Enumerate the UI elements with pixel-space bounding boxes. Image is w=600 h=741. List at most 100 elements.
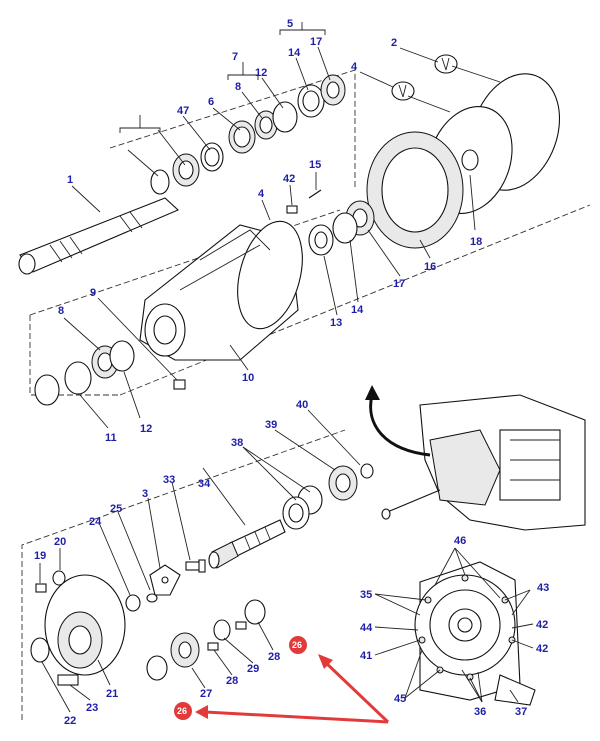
gearbox-location-view [381, 394, 586, 531]
callout-44: 47 [177, 105, 189, 117]
ring-44 [200, 142, 224, 172]
callout-33: 36 [474, 706, 486, 718]
pin-28b [235, 621, 247, 630]
pin-40 [286, 205, 298, 214]
callout-43: 46 [454, 535, 466, 547]
callout-4-top: 4 [351, 61, 358, 73]
callout-4: 4 [258, 188, 265, 200]
shaft-part-1 [18, 197, 179, 275]
seal-13 [308, 224, 334, 256]
callout-2: 2 [391, 37, 397, 49]
callout-8-top: 8 [235, 81, 241, 93]
ring-29 [213, 619, 231, 641]
washer-24 [125, 594, 141, 612]
pin-28 [207, 642, 219, 651]
callout-14-top: 14 [288, 47, 301, 59]
bearing-6 [228, 120, 256, 154]
callout-42-left: 44 [360, 622, 373, 634]
callout-24: 24 [89, 516, 102, 528]
callout-25: 25 [110, 503, 122, 515]
callout-40: 42 [283, 173, 295, 185]
callout-12: 12 [140, 423, 152, 435]
callout-17: 17 [393, 278, 405, 290]
callout-19: 19 [34, 550, 46, 562]
callout-21: 21 [106, 688, 118, 700]
callout-13: 13 [330, 317, 342, 329]
callout-5: 5 [287, 18, 293, 30]
callout-12-top: 12 [255, 67, 267, 79]
bearing-45 [172, 153, 200, 187]
callout-36: 39 [265, 419, 277, 431]
shaft-31 [208, 519, 286, 569]
callout-1: 1 [67, 174, 73, 186]
callout-20: 20 [54, 536, 66, 548]
plate-3 [149, 564, 181, 596]
callout-14: 14 [351, 304, 364, 316]
callout-labels: 1 2 3 4 4 5 6 7 8 8 9 10 11 12 12 13 14 … [34, 18, 549, 727]
callout-22: 22 [64, 715, 76, 727]
bolt-19 [35, 583, 47, 593]
pump-body-21 [44, 574, 126, 676]
plug-9 [173, 379, 186, 390]
washer-20 [52, 570, 66, 586]
badge-26-left-text: 26 [177, 706, 187, 716]
callout-35: 38 [231, 437, 243, 449]
callout-23: 23 [86, 702, 98, 714]
callout-6: 6 [208, 96, 214, 108]
callout-31: 34 [198, 478, 211, 490]
callout-10: 10 [242, 372, 254, 384]
callout-37: 40 [296, 399, 308, 411]
badge-26-right: 26 [289, 636, 307, 654]
badge-26-right-text: 26 [292, 640, 302, 650]
cup-14 [332, 212, 358, 244]
callout-28b: 28 [268, 651, 280, 663]
ring-gear-16 [366, 131, 464, 249]
washer-26b [244, 599, 266, 625]
callout-39: 42 [536, 619, 548, 631]
pump-face-view [414, 561, 536, 706]
callout-30: 33 [163, 474, 175, 486]
callout-32: 35 [360, 589, 372, 601]
roller-bearing-8-top [254, 110, 278, 140]
callout-15: 15 [309, 159, 321, 171]
callout-8: 8 [58, 305, 64, 317]
cup-12-top [272, 101, 298, 133]
location-arrow [365, 385, 431, 457]
callout-41: 42 [536, 643, 548, 655]
callout-17-top: 17 [310, 36, 322, 48]
snap-ring-11 [34, 374, 60, 406]
cup-14-top [297, 84, 325, 118]
callout-29: 29 [247, 663, 259, 675]
callout-3: 3 [142, 488, 148, 500]
callout-11: 11 [105, 432, 117, 444]
cup-12 [109, 340, 135, 372]
pin-25 [146, 593, 158, 603]
lower-assembly-frame [21, 429, 346, 720]
callout-16: 16 [424, 261, 436, 273]
bolt-30 [185, 559, 206, 573]
callout-42-right: 43 [537, 582, 549, 594]
callout-34: 37 [515, 706, 527, 718]
bearing-35 [282, 485, 323, 530]
callout-38: 41 [360, 650, 372, 662]
roller-bearing-17-top [320, 74, 346, 106]
pin-15 [308, 189, 322, 199]
plug-4-top [391, 81, 415, 101]
leader-lines-lower [39, 409, 534, 713]
callout-27: 27 [200, 688, 212, 700]
leader-lines-upper [63, 22, 501, 429]
callout-18: 18 [470, 236, 482, 248]
badge-26-left: 26 [174, 702, 192, 720]
callout-7: 7 [232, 51, 238, 63]
housing-10 [139, 220, 303, 361]
highlight-arrows [195, 654, 390, 724]
snap-ring-46 [150, 169, 170, 195]
callout-28: 28 [226, 675, 238, 687]
gear-36 [328, 465, 358, 501]
o-ring-37 [360, 463, 374, 479]
pin-23 [57, 674, 79, 686]
callout-9: 9 [90, 287, 96, 299]
washer-26 [146, 655, 168, 681]
gear-27 [170, 632, 200, 668]
